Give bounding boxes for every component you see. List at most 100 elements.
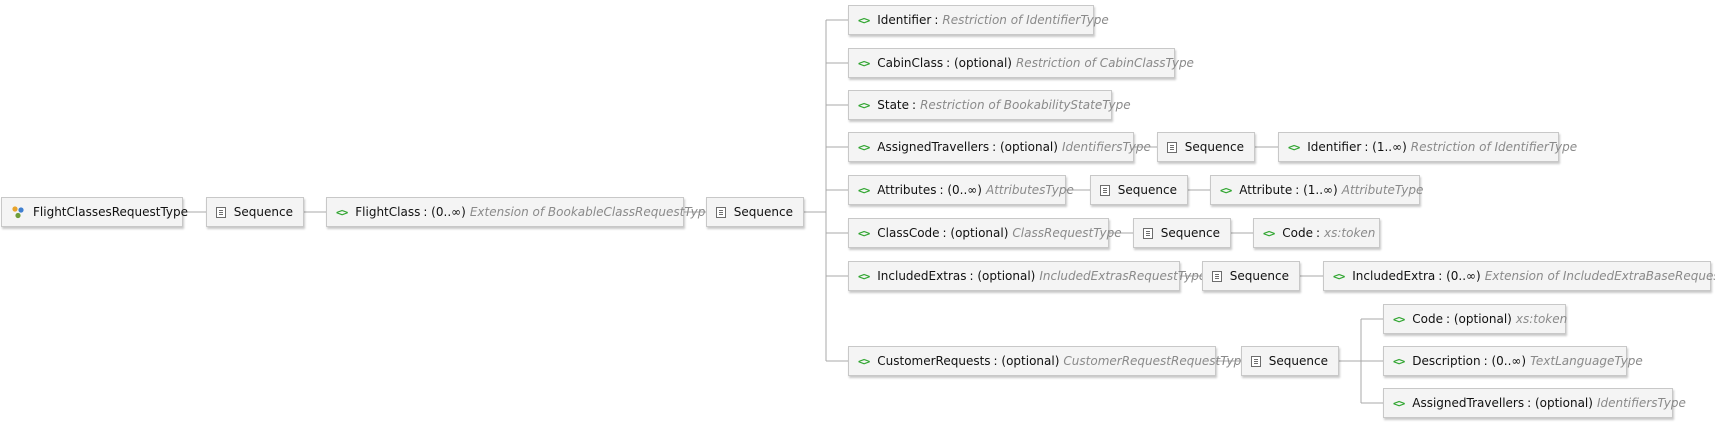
- element-occurrence: : (optional): [992, 140, 1058, 154]
- element-occurrence: : (0..∞): [1483, 354, 1527, 368]
- element-icon: <>: [858, 98, 870, 112]
- element-node-flightclass[interactable]: <> FlightClass : (0..∞) Extension of Boo…: [326, 197, 713, 227]
- element-type: IdentifiersType: [1061, 140, 1151, 154]
- element-type: TextLanguageType: [1530, 354, 1643, 368]
- element-icon: <>: [1393, 354, 1405, 368]
- element-occurrence: : (1..∞): [1364, 140, 1407, 154]
- element-type: Extension of IncludedExtraBaseRequestTyp…: [1484, 269, 1715, 283]
- element-type: Extension of BookableClassRequestType: [469, 205, 713, 219]
- element-type: CustomerRequestRequestType: [1063, 354, 1249, 368]
- element-type: Restriction of CabinClassType: [1015, 56, 1194, 70]
- sequence-node-attributes[interactable]: Sequence: [1090, 175, 1188, 205]
- element-type: xs:token: [1515, 312, 1568, 326]
- element-icon: <>: [1288, 140, 1300, 154]
- element-occurrence: : (0..∞): [1438, 269, 1481, 283]
- sequence-label: Sequence: [1268, 354, 1328, 368]
- element-node-identifier-sub[interactable]: <> Identifier : (1..∞) Restriction of Id…: [1278, 132, 1577, 162]
- element-name: Description: [1412, 354, 1481, 368]
- element-occurrence: : (optional): [969, 269, 1036, 283]
- element-node-code-sub[interactable]: <> Code : xs:token: [1253, 218, 1380, 248]
- element-name: CabinClass: [877, 56, 944, 70]
- element-icon: <>: [858, 56, 870, 70]
- element-icon: <>: [858, 13, 870, 27]
- element-type: Restriction of BookabilityStateType: [920, 98, 1131, 112]
- element-icon: <>: [858, 183, 870, 197]
- element-node-state[interactable]: <> State : Restriction of BookabilitySta…: [848, 90, 1131, 120]
- element-icon: <>: [858, 354, 870, 368]
- sequence-label: Sequence: [1229, 269, 1289, 283]
- element-icon: <>: [858, 226, 870, 240]
- element-occurrence: : (optional): [946, 56, 1012, 70]
- element-node-assignedtravellers-customer[interactable]: <> AssignedTravellers : (optional) Ident…: [1383, 388, 1686, 418]
- sequence-icon: [716, 206, 726, 218]
- sequence-node-root[interactable]: Sequence: [206, 197, 304, 227]
- sequence-label: Sequence: [1117, 183, 1177, 197]
- sequence-icon: [1100, 184, 1110, 196]
- element-name: Code: [1282, 226, 1313, 240]
- element-type: ClassRequestType: [1012, 226, 1122, 240]
- element-icon: <>: [1333, 269, 1345, 283]
- sequence-node-assignedtravellers[interactable]: Sequence: [1157, 132, 1255, 162]
- sequence-node-customerrequests[interactable]: Sequence: [1241, 346, 1339, 376]
- complex-type-icon: [11, 205, 25, 219]
- element-icon: <>: [1393, 312, 1405, 326]
- element-type: xs:token: [1324, 226, 1376, 240]
- element-occurrence: :: [934, 13, 939, 27]
- element-node-includedextras[interactable]: <> IncludedExtras : (optional) IncludedE…: [848, 261, 1206, 291]
- element-occurrence: : (optional): [993, 354, 1060, 368]
- element-node-includedextra-sub[interactable]: <> IncludedExtra : (0..∞) Extension of I…: [1323, 261, 1715, 291]
- sequence-icon: [1251, 355, 1261, 367]
- element-name: Code: [1412, 312, 1443, 326]
- sequence-label: Sequence: [733, 205, 793, 219]
- element-node-cabinclass[interactable]: <> CabinClass : (optional) Restriction o…: [848, 48, 1194, 78]
- element-icon: <>: [1263, 226, 1275, 240]
- element-icon: <>: [858, 269, 870, 283]
- sequence-node-classcode[interactable]: Sequence: [1133, 218, 1231, 248]
- element-name: ClassCode: [877, 226, 940, 240]
- element-name: Attributes: [877, 183, 937, 197]
- element-name: AssignedTravellers: [1412, 396, 1525, 410]
- element-name: IncludedExtra: [1352, 269, 1436, 283]
- element-type: IdentifiersType: [1596, 396, 1686, 410]
- element-name: AssignedTravellers: [877, 140, 990, 154]
- sequence-node-flightclass[interactable]: Sequence: [706, 197, 804, 227]
- element-name: State: [877, 98, 910, 112]
- sequence-label: Sequence: [233, 205, 293, 219]
- element-type: Restriction of IdentifierType: [1410, 140, 1578, 154]
- element-node-identifier[interactable]: <> Identifier : Restriction of Identifie…: [848, 5, 1109, 35]
- element-node-description[interactable]: <> Description : (0..∞) TextLanguageType: [1383, 346, 1643, 376]
- element-occurrence: : (optional): [1445, 312, 1512, 326]
- sequence-icon: [1143, 227, 1153, 239]
- element-type: AttributesType: [985, 183, 1074, 197]
- sequence-icon: [1167, 141, 1177, 153]
- element-occurrence: :: [912, 98, 917, 112]
- root-type-node[interactable]: FlightClassesRequestType: [1, 197, 188, 227]
- element-icon: <>: [858, 140, 870, 154]
- sequence-label: Sequence: [1184, 140, 1244, 154]
- element-node-code-customer[interactable]: <> Code : (optional) xs:token: [1383, 304, 1568, 334]
- element-occurrence: :: [1315, 226, 1321, 240]
- element-node-attributes[interactable]: <> Attributes : (0..∞) AttributesType: [848, 175, 1074, 205]
- element-name: Attribute: [1239, 183, 1293, 197]
- element-name: Identifier: [1307, 140, 1362, 154]
- element-icon: <>: [1220, 183, 1232, 197]
- element-type: Restriction of IdentifierType: [942, 13, 1109, 27]
- element-node-assignedtravellers[interactable]: <> AssignedTravellers : (optional) Ident…: [848, 132, 1151, 162]
- sequence-node-includedextras[interactable]: Sequence: [1202, 261, 1300, 291]
- element-icon: <>: [336, 205, 348, 219]
- element-node-attribute-sub[interactable]: <> Attribute : (1..∞) AttributeType: [1210, 175, 1423, 205]
- element-name: Identifier: [877, 13, 932, 27]
- element-type: AttributeType: [1341, 183, 1424, 197]
- element-icon: <>: [1393, 396, 1405, 410]
- element-occurrence: : (0..∞): [939, 183, 982, 197]
- element-occurrence: : (1..∞): [1295, 183, 1338, 197]
- element-name: IncludedExtras: [877, 269, 967, 283]
- element-node-customerrequests[interactable]: <> CustomerRequests : (optional) Custome…: [848, 346, 1249, 376]
- sequence-icon: [216, 206, 226, 218]
- element-occurrence: : (optional): [942, 226, 1009, 240]
- element-occurrence: : (optional): [1527, 396, 1593, 410]
- element-node-classcode[interactable]: <> ClassCode : (optional) ClassRequestTy…: [848, 218, 1122, 248]
- element-type: IncludedExtrasRequestType: [1039, 269, 1207, 283]
- sequence-label: Sequence: [1160, 226, 1220, 240]
